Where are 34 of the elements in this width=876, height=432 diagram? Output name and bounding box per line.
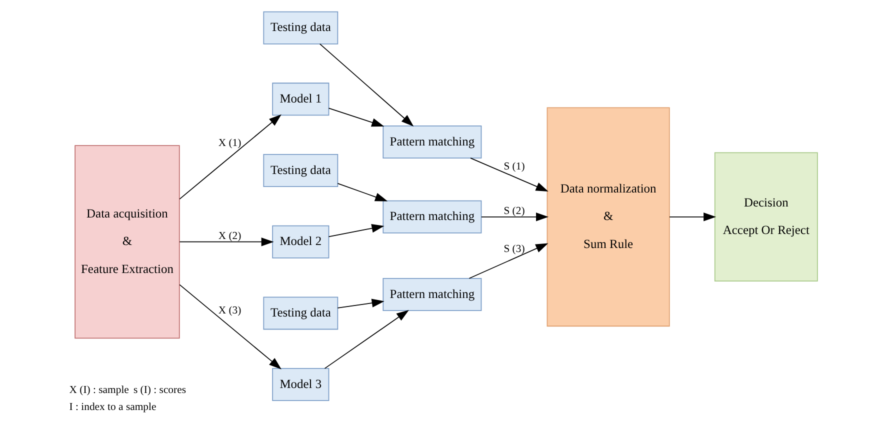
node-box: Testing data [263, 154, 338, 188]
arrow [179, 284, 282, 370]
node-box: Pattern matching [382, 126, 482, 158]
arrow [337, 298, 384, 308]
arrow [468, 243, 548, 279]
edge-label: S (2) [504, 204, 525, 217]
arrow [319, 44, 414, 126]
label: I : index to a sample [69, 401, 156, 414]
node-box: Decision Accept Or Reject [714, 152, 818, 282]
label: X (I) : sample [69, 384, 129, 396]
arrow [328, 224, 384, 238]
node-box: Pattern matching [382, 278, 482, 311]
arrow [669, 212, 716, 222]
arrow [337, 183, 388, 202]
edge-label: X (1) [218, 137, 242, 150]
node-box: Data normalization & Sum Rule [546, 107, 670, 327]
edge-label: S (1) [504, 160, 525, 172]
arrow [328, 108, 384, 127]
node-box: Testing data [263, 296, 338, 330]
node-box: Model 2 [272, 225, 330, 258]
label: s (I) : scores [133, 384, 186, 396]
edge-label: S (3) [504, 243, 525, 256]
arrow [324, 310, 409, 369]
node-box: Testing data [263, 11, 338, 44]
edge-label: X (3) [218, 304, 242, 317]
node-box: Data acquisition & Feature Extraction [74, 145, 180, 339]
arrow [470, 158, 548, 192]
node-box: Model 3 [272, 368, 330, 402]
node-box: Pattern matching [382, 200, 482, 234]
arrow [480, 212, 549, 222]
arrow [179, 114, 282, 200]
edge-label: X (2) [218, 230, 242, 242]
node-box: Model 1 [272, 82, 330, 116]
arrow [179, 237, 274, 246]
